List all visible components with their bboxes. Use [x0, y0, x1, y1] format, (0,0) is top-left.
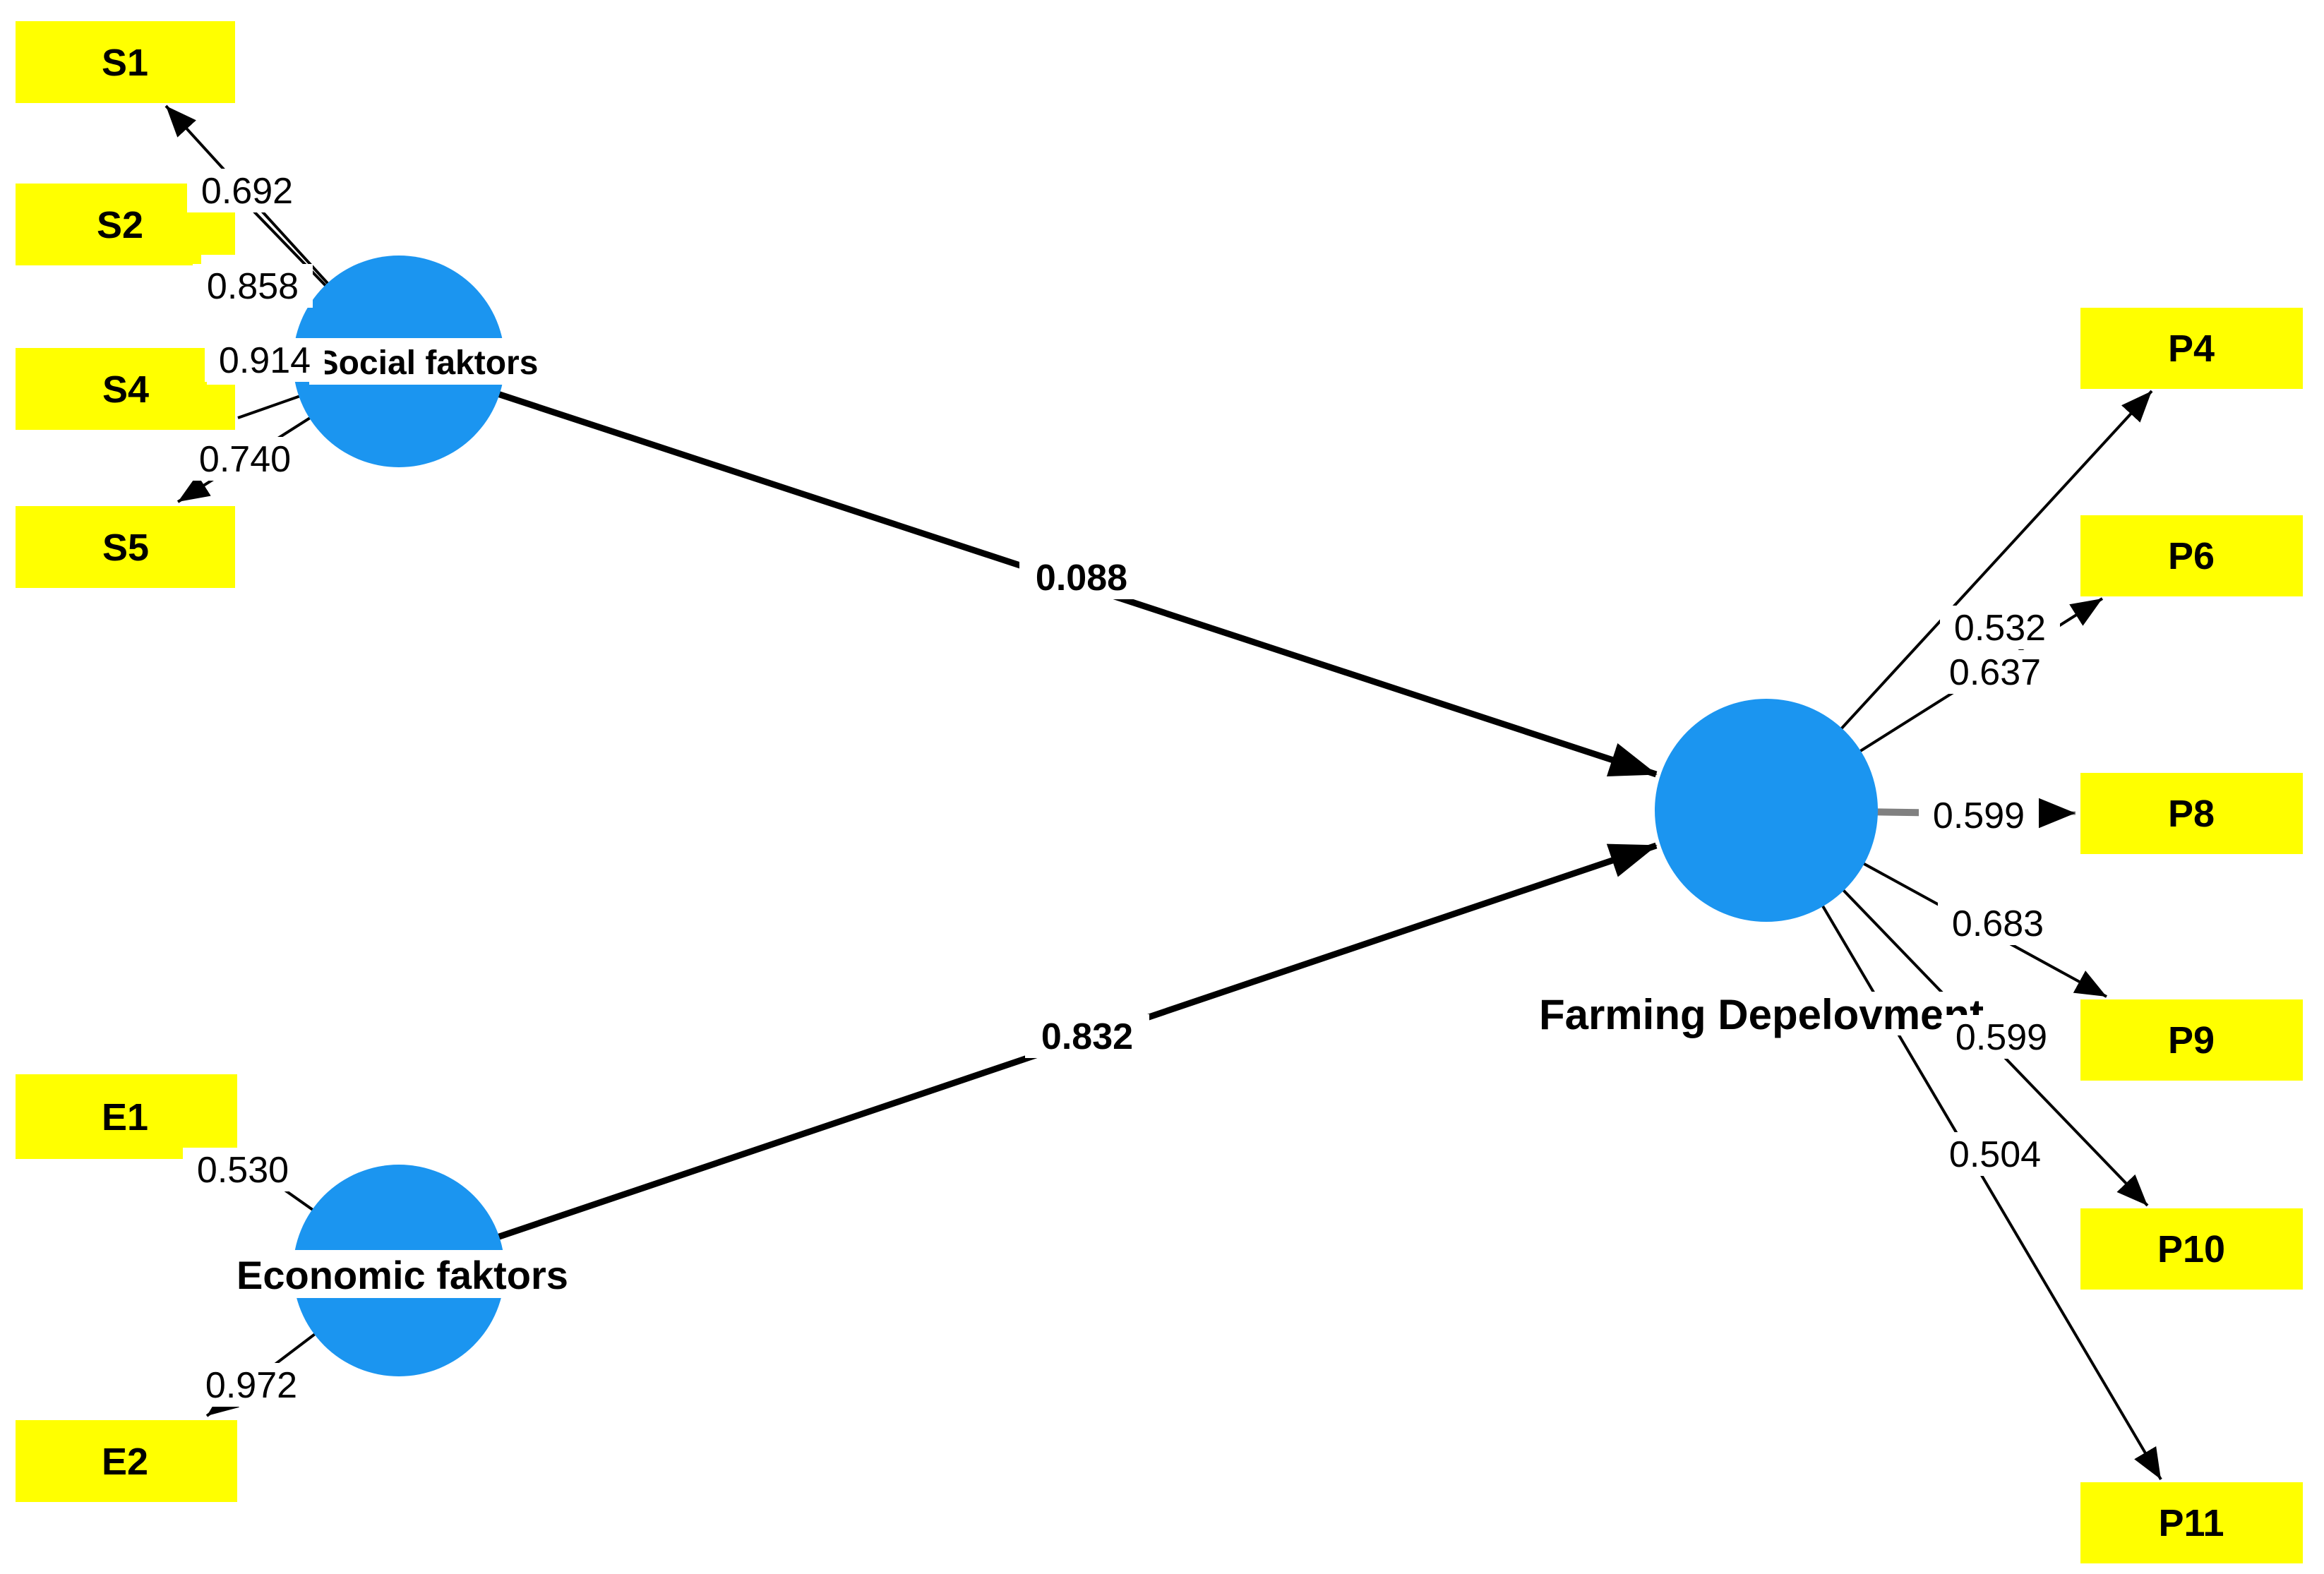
loading-value-p4: 0.532 [1954, 608, 2046, 649]
indicator-box-e2 [16, 1420, 237, 1502]
indicator-box-s2 [16, 184, 201, 265]
construct-label-bg-economic [229, 1250, 575, 1298]
indicator-label-p11: P11 [2158, 1502, 2224, 1544]
construct-circle-farming [1655, 699, 1878, 922]
loading-value-s5: 0.740 [199, 439, 291, 480]
indicator-label-s2: S2 [97, 204, 143, 246]
loading-value-s4: 0.914 [219, 340, 311, 381]
indicator-label-p4: P4 [2168, 328, 2215, 370]
construct-labels: Social faktors Economic faktors Farming … [229, 338, 1984, 1298]
indicator-label-p10: P10 [2157, 1228, 2225, 1270]
loading-value-s1: 0.692 [201, 171, 293, 212]
indicator-boxes [16, 21, 2303, 1563]
indicator-box-s2-ext [201, 206, 235, 255]
path-coefficient-economic-farming: 0.832 [1041, 1016, 1133, 1057]
construct-label-bg-social [309, 338, 545, 385]
indicator-box-s1 [16, 21, 235, 103]
loading-value-p6: 0.637 [1949, 652, 2041, 693]
indicator-label-e1: E1 [102, 1096, 148, 1139]
construct-label-economic: Economic faktors [236, 1253, 568, 1297]
indicator-box-p10 [2080, 1208, 2303, 1290]
loading-value-p10: 0.599 [1955, 1017, 2047, 1058]
loading-value-p9: 0.683 [1952, 903, 2044, 944]
indicator-box-s4-ext [207, 385, 235, 430]
indicator-label-s1: S1 [102, 42, 148, 84]
loading-value-p11: 0.504 [1949, 1134, 2041, 1175]
construct-label-social: Social faktors [316, 344, 539, 382]
indicator-label-p6: P6 [2168, 535, 2215, 577]
loading-value-e1: 0.530 [197, 1150, 289, 1191]
loading-value-s2: 0.858 [207, 266, 299, 307]
indicator-label-p9: P9 [2168, 1019, 2215, 1062]
loading-value-p8: 0.599 [1933, 795, 2025, 836]
indicator-label-s4: S4 [102, 368, 149, 411]
indicator-box-p9 [2080, 999, 2303, 1081]
indicator-label-e2: E2 [102, 1441, 148, 1483]
indicator-box-p4 [2080, 308, 2303, 389]
indicator-box-p6 [2080, 515, 2303, 596]
loading-labels: 0.692 0.858 0.914 0.740 0.530 0.972 0.08… [183, 169, 2061, 1407]
indicator-label-s5: S5 [102, 527, 149, 569]
indicator-box-s5 [16, 506, 235, 588]
loading-value-e2: 0.972 [205, 1365, 297, 1406]
construct-label-bg-farming [1553, 992, 1971, 1035]
path-coefficient-social-farming: 0.088 [1036, 558, 1127, 599]
indicator-box-s4 [16, 348, 207, 430]
indicator-box-p8 [2080, 773, 2303, 854]
construct-label-farming: Farming Depelovment [1539, 991, 1984, 1038]
indicator-label-p8: P8 [2168, 793, 2215, 835]
indicator-box-e1 [16, 1074, 237, 1159]
indicator-box-p11 [2080, 1482, 2303, 1563]
